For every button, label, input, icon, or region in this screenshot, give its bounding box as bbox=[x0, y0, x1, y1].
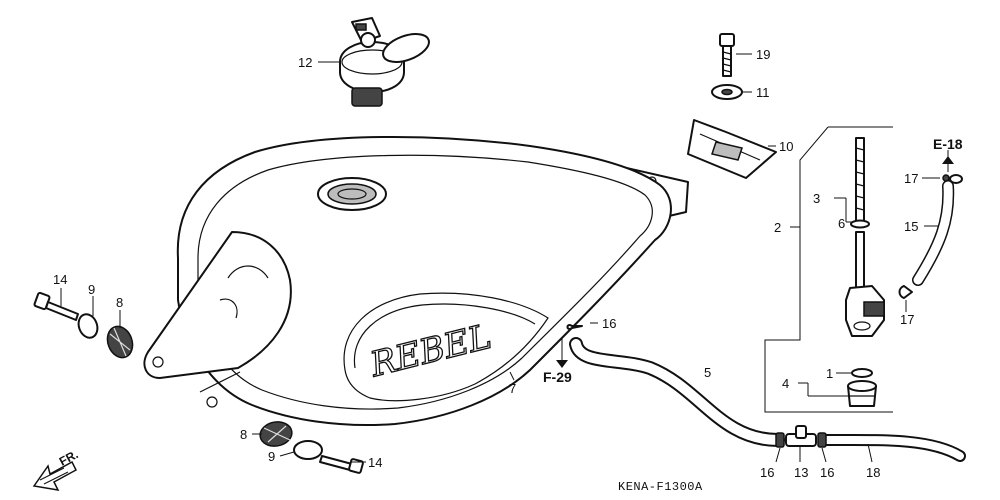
callout-17-top: 17 bbox=[904, 171, 918, 186]
callout-4: 4 bbox=[782, 376, 789, 391]
front-arrow-icon bbox=[32, 460, 77, 491]
callout-11: 11 bbox=[756, 85, 770, 100]
callout-14-upper: 14 bbox=[53, 272, 67, 287]
callout-3: 3 bbox=[813, 191, 820, 206]
bolt-14-upper[interactable] bbox=[33, 291, 79, 321]
rubber-8-lower[interactable] bbox=[258, 419, 294, 448]
callout-8-upper: 8 bbox=[116, 295, 123, 310]
callout-15: 15 bbox=[904, 219, 918, 234]
callout-1: 1 bbox=[826, 366, 833, 381]
bolt-14-lower[interactable] bbox=[319, 455, 364, 474]
callout-9-lower: 9 bbox=[268, 449, 275, 464]
callout-9-upper: 9 bbox=[88, 282, 95, 297]
front-direction-indicator: FR. bbox=[32, 447, 81, 491]
tank-front-bracket bbox=[143, 231, 292, 379]
washer-9-upper[interactable] bbox=[75, 312, 100, 341]
callout-10: 10 bbox=[779, 139, 793, 154]
gasket-1[interactable] bbox=[851, 368, 873, 378]
callout-labels: 12 19 11 10 E-18 17 3 6 15 2 14 9 8 17 1… bbox=[53, 47, 963, 480]
callout-5: 5 bbox=[704, 365, 711, 380]
rubber-mount-10[interactable] bbox=[687, 119, 777, 179]
callout-19: 19 bbox=[756, 47, 770, 62]
callout-12: 12 bbox=[298, 55, 312, 70]
front-direction-label: FR. bbox=[57, 447, 81, 468]
callout-17-bottom: 17 bbox=[900, 312, 914, 327]
callout-16-left: 16 bbox=[760, 465, 774, 480]
fuel-strainer-3[interactable] bbox=[855, 137, 865, 227]
clip-17-top[interactable] bbox=[942, 174, 950, 182]
fuel-valve[interactable] bbox=[845, 231, 885, 337]
fuel-tank[interactable]: REBEL bbox=[143, 135, 689, 427]
washer-11[interactable] bbox=[711, 84, 743, 100]
callout-7: 7 bbox=[509, 381, 516, 396]
fuel-valve-group-frame bbox=[764, 126, 893, 413]
fuel-hose-18[interactable] bbox=[820, 433, 966, 462]
callout-16-top: 16 bbox=[602, 316, 616, 331]
callout-13: 13 bbox=[794, 465, 808, 480]
clip-16-top[interactable] bbox=[566, 324, 583, 330]
tank-side-panel bbox=[343, 292, 549, 402]
breather-hose-15[interactable] bbox=[912, 180, 955, 286]
callout-18: 18 bbox=[866, 465, 880, 480]
clip-17-top-ring bbox=[949, 174, 963, 184]
sediment-cup-4[interactable] bbox=[847, 380, 877, 407]
clip-16-left[interactable] bbox=[775, 432, 785, 448]
ref-arrow-e18 bbox=[942, 156, 954, 164]
fuel-hose-5[interactable] bbox=[569, 337, 785, 447]
callout-6: 6 bbox=[838, 216, 845, 231]
hose-joint-13[interactable] bbox=[785, 425, 817, 447]
tank-shell bbox=[176, 135, 672, 427]
rubber-8-upper[interactable] bbox=[103, 323, 136, 361]
clip-16-right[interactable] bbox=[817, 432, 827, 448]
callout-14-lower: 14 bbox=[368, 455, 382, 470]
callout-8-lower: 8 bbox=[240, 427, 247, 442]
leader-lines bbox=[60, 53, 949, 463]
callout-E-18: E-18 bbox=[933, 136, 963, 152]
callout-F-29: F-29 bbox=[543, 369, 572, 385]
ref-arrow-f29 bbox=[556, 360, 568, 368]
o-ring-6[interactable] bbox=[850, 219, 870, 229]
callout-2: 2 bbox=[774, 220, 781, 235]
fuel-cap-assembly[interactable] bbox=[339, 17, 433, 107]
bolt-19[interactable] bbox=[719, 33, 735, 77]
callout-16-right: 16 bbox=[820, 465, 834, 480]
tank-seam bbox=[197, 154, 653, 410]
diagram-code: KENA-F1300A bbox=[618, 480, 703, 494]
clip-17-bottom[interactable] bbox=[898, 285, 913, 299]
washer-9-lower[interactable] bbox=[293, 440, 323, 460]
